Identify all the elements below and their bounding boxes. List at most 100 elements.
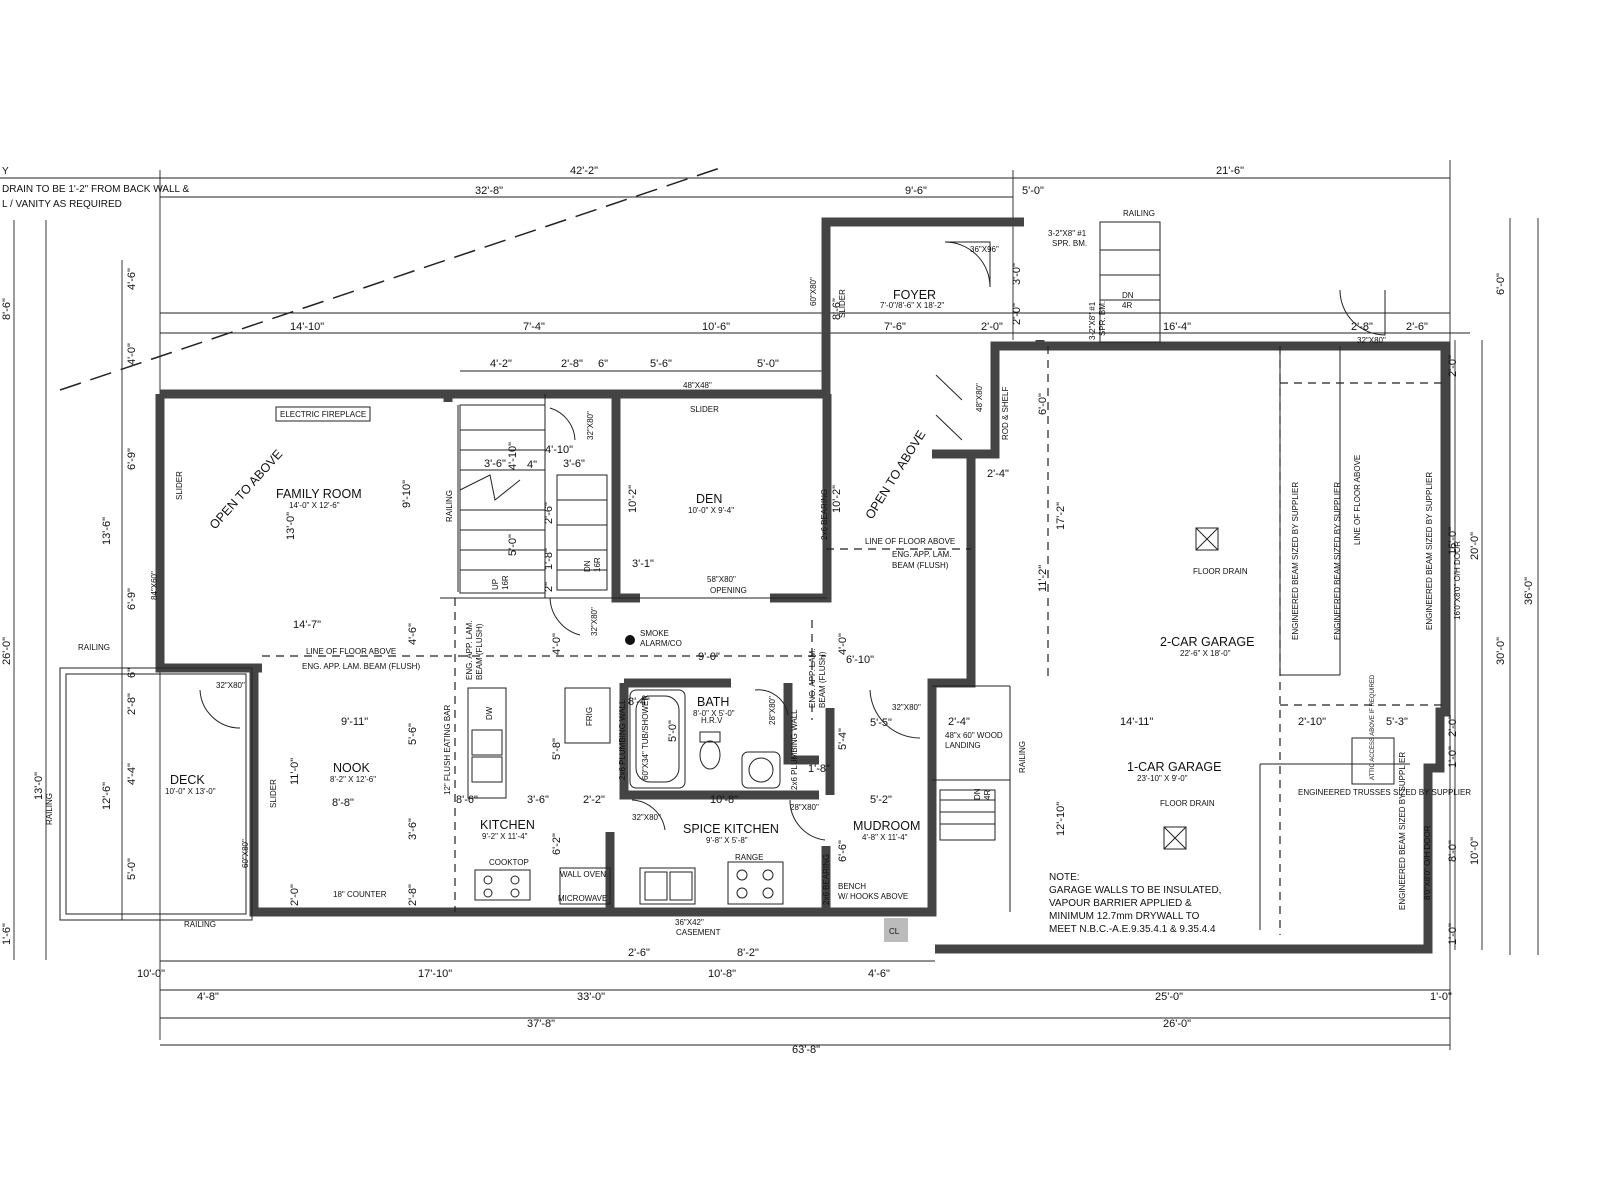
den-size: 10'-0" X 9'-4" bbox=[688, 506, 734, 515]
dim: 13'-6" bbox=[101, 517, 113, 545]
dim: 1'-8" bbox=[543, 548, 555, 570]
oh-door-16: 16'0"X8'0" O/H DOOR bbox=[1453, 541, 1462, 620]
eng-beam-supplier-2: ENGINEERED BEAM SIZED BY SUPPLIER bbox=[1333, 482, 1342, 640]
dim: 2'-2" bbox=[583, 794, 605, 806]
floor-drain-1: FLOOR DRAIN bbox=[1193, 567, 1248, 576]
bath-size: 8'-0" X 5'-0" bbox=[693, 709, 735, 718]
dim: 26'-0" bbox=[1163, 1018, 1191, 1030]
door-32x80-hall: 32"X80" bbox=[590, 607, 599, 636]
attic-access: ATTIC ACCESS ABOVE IF REQUIRED bbox=[1370, 674, 1376, 780]
room-labels: FAMILY ROOM 14'-0" X 12'-6" DEN 10'-0" X… bbox=[165, 288, 1254, 845]
dim: 2'-8" bbox=[561, 358, 583, 370]
dim: 5'-0" bbox=[667, 720, 679, 742]
family-room-size: 14'-0" X 12'-6" bbox=[289, 501, 340, 510]
eng-beam-vert-b: BEAM (FLUSH) bbox=[475, 623, 484, 680]
dim: 6" bbox=[126, 668, 138, 678]
dn-garage: DN bbox=[973, 788, 982, 800]
garage-note-4: MINIMUM 12.7mm DRYWALL TO bbox=[1049, 911, 1200, 922]
dim: 12'-6" bbox=[101, 782, 113, 810]
dim: 8'-8" bbox=[332, 797, 354, 809]
bearing-den: 2x6 BEARING bbox=[820, 489, 829, 540]
flush-bar: 12" FLUSH EATING BAR bbox=[443, 705, 452, 795]
mudroom-size: 4'-8" X 11'-4" bbox=[862, 833, 908, 842]
floor-drain-2: FLOOR DRAIN bbox=[1160, 799, 1215, 808]
note-line-3: L / VANITY AS REQUIRED bbox=[2, 199, 122, 210]
cooktop: COOKTOP bbox=[489, 858, 529, 867]
dim: 10'-6" bbox=[702, 321, 730, 333]
dim: 10'-2" bbox=[627, 485, 639, 513]
up-stair-16r: 16R bbox=[501, 575, 510, 590]
counter-18: 18" COUNTER bbox=[333, 890, 387, 899]
dim: 6'-0" bbox=[1495, 273, 1507, 295]
dim: 9'-11" bbox=[341, 716, 368, 728]
dim: 4'-6" bbox=[868, 968, 890, 980]
bearing-mud: 2x6 BEARING bbox=[822, 854, 831, 905]
main-stairs bbox=[459, 404, 608, 594]
tub-label: 60"X34" TUB/SHOWER bbox=[641, 695, 650, 780]
dim: 4'-0" bbox=[126, 343, 138, 365]
dim: 10'-8" bbox=[710, 794, 738, 806]
dim: 4'-2" bbox=[490, 358, 512, 370]
door-36x96: 36"X96" bbox=[970, 245, 999, 254]
door-48x80: 48"X80" bbox=[975, 383, 984, 412]
beam-3-2x8-a: 3-2"X8" #1 bbox=[1048, 229, 1087, 238]
slider-84: 84"X60" bbox=[150, 571, 159, 600]
dim: 6'-0" bbox=[1037, 393, 1049, 415]
cl-box bbox=[884, 918, 908, 942]
door-32x80-spice: 32"X80" bbox=[632, 813, 661, 822]
dim: 3'-6" bbox=[527, 794, 549, 806]
slider-foyer: SLIDER bbox=[838, 289, 847, 318]
dim: 4'-6" bbox=[126, 268, 138, 290]
garage-note: NOTE: GARAGE WALLS TO BE INSULATED, VAPO… bbox=[1049, 872, 1221, 935]
bath-fixtures bbox=[629, 689, 781, 789]
dim: 14'-10" bbox=[290, 321, 324, 333]
dim: 2'-0" bbox=[1447, 715, 1459, 737]
dim: 30'-0" bbox=[1495, 637, 1507, 665]
dim: 5'-2" bbox=[870, 794, 892, 806]
dim: 37'-8" bbox=[527, 1018, 555, 1030]
dim: 33'-0" bbox=[577, 991, 605, 1003]
opening-label: OPENING bbox=[710, 586, 747, 595]
dim: 20'-0" bbox=[1469, 532, 1481, 560]
deck-name: DECK bbox=[170, 773, 205, 787]
garage2-name: 2-CAR GARAGE bbox=[1160, 635, 1254, 649]
foyer-name: FOYER bbox=[893, 288, 936, 302]
wall-oven: WALL OVEN bbox=[560, 870, 606, 879]
dim: 4'-10" bbox=[545, 444, 573, 456]
dim: 8'-6" bbox=[831, 298, 843, 320]
dim: 2'-6" bbox=[1406, 321, 1428, 333]
casement-b: CASEMENT bbox=[676, 928, 721, 937]
spice-kitchen-name: SPICE KITCHEN bbox=[683, 822, 779, 836]
slider-den: SLIDER bbox=[690, 405, 719, 414]
kitchen-name: KITCHEN bbox=[480, 818, 535, 832]
dim: 1'-0" bbox=[1447, 923, 1459, 945]
dim: 16'-4" bbox=[1163, 321, 1191, 333]
dim: 4'-0" bbox=[837, 633, 849, 655]
dim: 36'-0" bbox=[1523, 577, 1535, 605]
dn-front: DN bbox=[1122, 291, 1134, 300]
beam-3-2x8-b: SPR. BM. bbox=[1052, 239, 1087, 248]
dim: 14'-7" bbox=[293, 619, 321, 631]
dim: 5'-6" bbox=[650, 358, 672, 370]
den-name: DEN bbox=[696, 492, 722, 506]
dim: 8'-6" bbox=[456, 794, 478, 806]
dim: 5'-8" bbox=[551, 738, 563, 760]
dim: 13'-0" bbox=[33, 772, 45, 800]
dim: 26'-0" bbox=[1, 637, 13, 665]
fireplace-box bbox=[275, 406, 371, 422]
exterior-walls bbox=[155, 217, 1450, 954]
dim: 2'-8" bbox=[1351, 321, 1373, 333]
dim: 5'-3" bbox=[1386, 716, 1408, 728]
door-32x80-deck: 32"X80" bbox=[216, 681, 245, 690]
microwave: MICROWAVE bbox=[558, 894, 607, 903]
dim: 5'-6" bbox=[407, 723, 419, 745]
dim: 63'-8" bbox=[792, 1044, 820, 1056]
dim: 32'-8" bbox=[475, 185, 503, 197]
bath-name: BATH bbox=[697, 695, 729, 709]
dim: 7'-6" bbox=[884, 321, 906, 333]
eng-beam-supplier-3: ENGINEERED BEAM SIZED BY SUPPLIER bbox=[1425, 472, 1434, 630]
dim: 2'-8" bbox=[126, 693, 138, 715]
plumbing-wall-2: 2x6 PLUMBING WALL bbox=[790, 709, 799, 790]
garage2-size: 22'-6" X 18'-0" bbox=[1180, 649, 1231, 658]
casement-a: 36"X42" bbox=[675, 918, 704, 927]
